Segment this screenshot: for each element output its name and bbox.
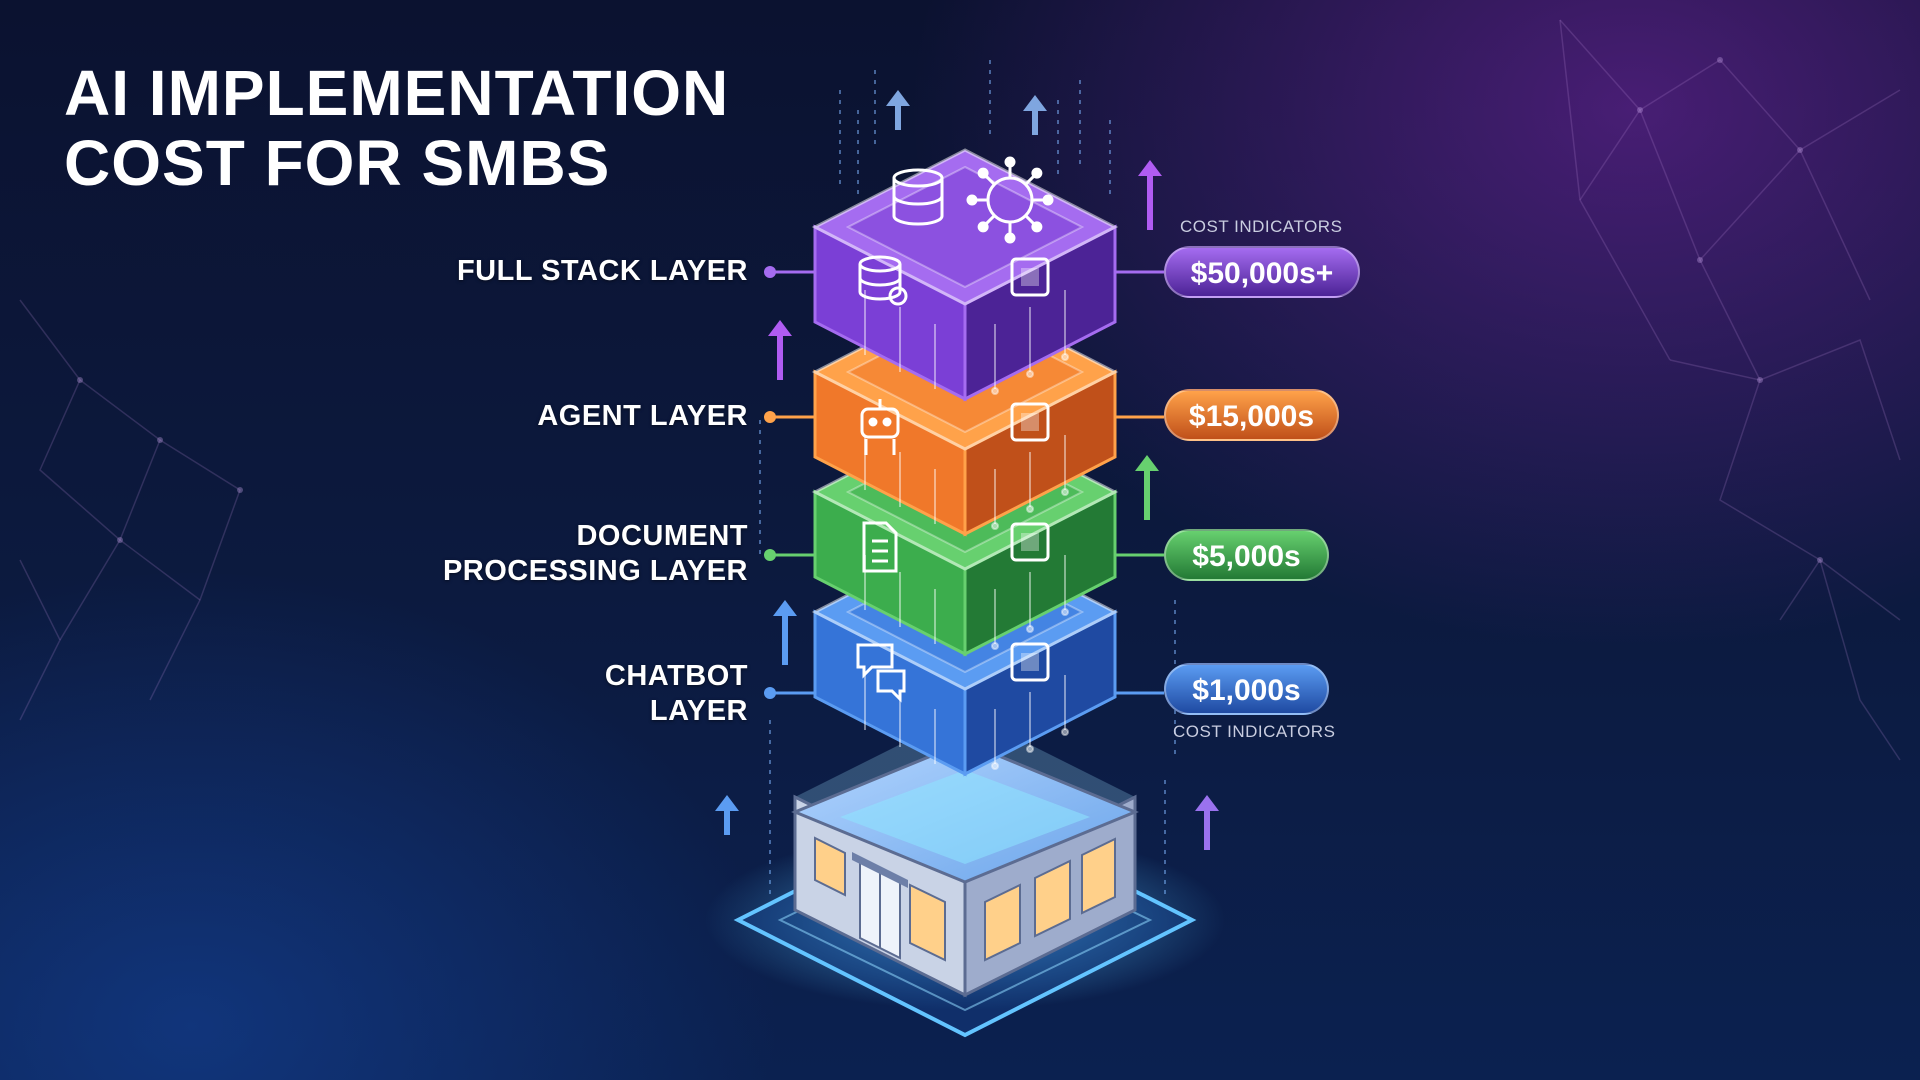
connector-full-stack bbox=[764, 266, 1164, 278]
ai-network-icon bbox=[966, 156, 1054, 244]
background-network-pattern bbox=[19, 19, 1901, 761]
chip-icon bbox=[1010, 642, 1050, 682]
layer-label-full-stack: FULL STACK LAYER bbox=[456, 255, 748, 287]
layer-label-agent: AGENT LAYER bbox=[537, 400, 748, 432]
database-top-icon bbox=[892, 168, 944, 226]
database-icon bbox=[858, 255, 908, 306]
chat-bubbles-icon bbox=[856, 643, 906, 703]
upward-arrows bbox=[715, 90, 1219, 850]
chip-icon bbox=[1010, 402, 1050, 442]
cost-badge-chatbot: $1,000s bbox=[1164, 663, 1329, 715]
cost-indicators-caption-top: COST INDICATORS bbox=[1180, 217, 1343, 236]
cost-indicators-caption-bottom: COST INDICATORS bbox=[1173, 722, 1336, 741]
connector-lines bbox=[764, 266, 1164, 699]
chip-icon bbox=[1010, 257, 1050, 297]
cost-badge-document-processing: $5,000s bbox=[1164, 529, 1329, 581]
title-line-2: COST FOR SMBS bbox=[64, 127, 611, 199]
robot-icon bbox=[860, 399, 900, 455]
document-icon bbox=[862, 521, 898, 573]
cost-badge-full-stack: $50,000s+ bbox=[1164, 246, 1360, 298]
layer-label-chatbot: CHATBOT LAYER bbox=[604, 660, 748, 727]
up-arrow-icon bbox=[886, 90, 910, 130]
up-arrow-icon bbox=[1138, 160, 1162, 230]
page-title: AI IMPLEMENTATION COST FOR SMBS bbox=[64, 58, 729, 198]
layer-label-document-processing: DOCUMENT PROCESSING LAYER bbox=[442, 520, 748, 587]
up-arrow-icon bbox=[1135, 455, 1159, 520]
cost-badge-agent: $15,000s bbox=[1164, 389, 1339, 441]
up-arrow-icon bbox=[768, 320, 792, 380]
up-arrow-icon bbox=[1195, 795, 1219, 850]
up-arrow-icon bbox=[1023, 95, 1047, 135]
layer-blocks bbox=[811, 148, 1119, 777]
layer-block-full-stack bbox=[811, 148, 1119, 402]
connector-document-processing bbox=[764, 549, 1164, 561]
connector-agent bbox=[764, 411, 1164, 423]
up-arrow-icon bbox=[773, 600, 797, 665]
chip-icon bbox=[1010, 522, 1050, 562]
title-line-1: AI IMPLEMENTATION bbox=[64, 57, 730, 129]
up-arrow-icon bbox=[715, 795, 739, 835]
storefront-icon bbox=[791, 712, 1139, 998]
connector-chatbot bbox=[764, 687, 1164, 699]
